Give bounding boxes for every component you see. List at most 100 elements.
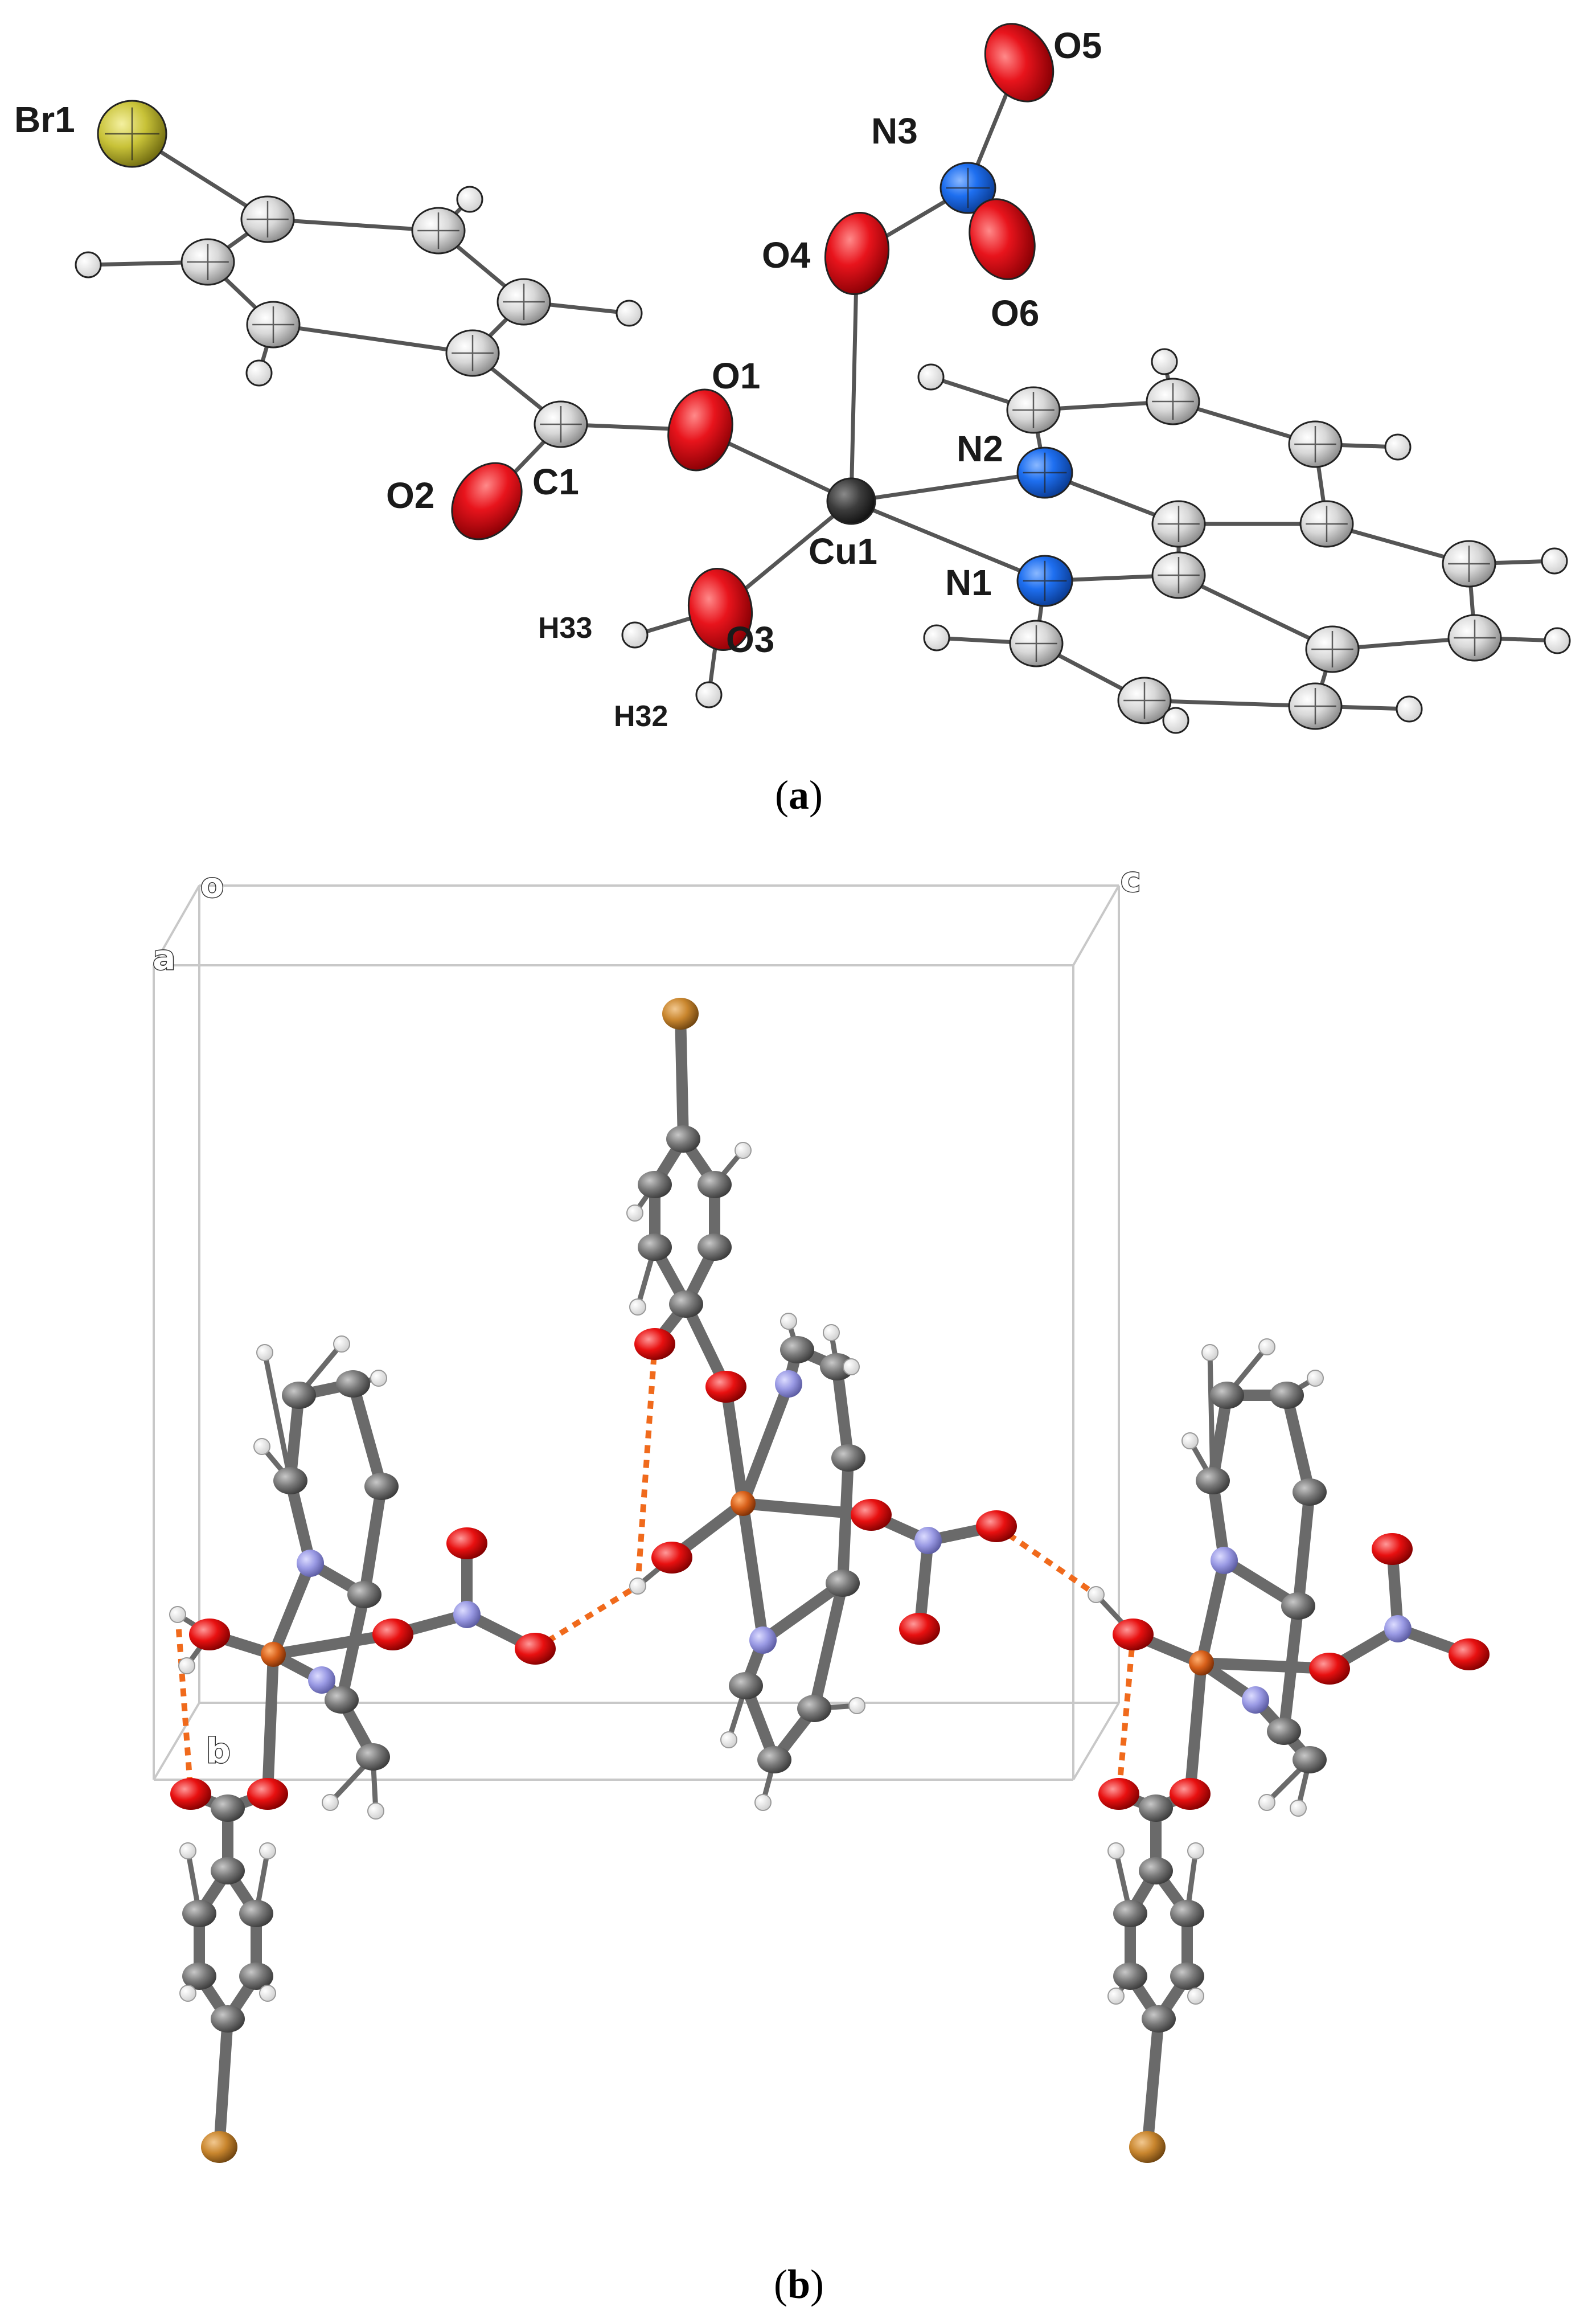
bond-R_Cu-R_O3 xyxy=(1184,1657,1207,1800)
atom-b-h31 xyxy=(1187,1842,1204,1859)
atom-b-l_ph2 xyxy=(182,1900,216,1927)
atom-b-h28 xyxy=(179,1985,196,2002)
atom-b-h4 xyxy=(1088,1586,1105,1603)
atom-h_p1 xyxy=(917,363,945,391)
caption-a: (a) xyxy=(775,772,823,818)
bond-Cp11-Cp12 xyxy=(1142,698,1318,708)
bond-C_P3-C_P4 xyxy=(837,1452,854,1589)
atom-h_p2 xyxy=(1151,348,1178,375)
atom-h_p6 xyxy=(1396,695,1423,723)
atom-b-h16 xyxy=(720,1731,737,1748)
atom-b-h32 xyxy=(1107,1988,1125,2005)
ellipsoid-axes-cp1 xyxy=(1012,392,1055,428)
bond-L_Cu-L_N1 xyxy=(268,1558,316,1660)
bond-C_P2-C_P3 xyxy=(831,1361,854,1464)
atom-b-h23 xyxy=(1307,1370,1324,1387)
atom-b-h3 xyxy=(629,1578,646,1595)
atom-b-r_p1 xyxy=(1210,1382,1244,1409)
bond-C_Cu-C_NO xyxy=(737,1498,877,1521)
ellipsoid-axes-cp7 xyxy=(1311,631,1353,667)
atom-h_p3 xyxy=(1384,433,1412,461)
atom-b-l_no xyxy=(372,1619,413,1650)
ellipsoid-axes-cb5 xyxy=(503,284,545,320)
hbond-R_Ow-R_O2 xyxy=(1116,1634,1136,1794)
ellipsoid-axes-c1 xyxy=(540,406,582,442)
atom-b-l_nn xyxy=(453,1601,481,1628)
atom-o6 xyxy=(969,198,1036,280)
atom-b-r_p3 xyxy=(1293,1478,1327,1506)
atom-b-h11 xyxy=(629,1298,646,1316)
atom-b-l_p7 xyxy=(273,1467,307,1494)
atom-b-c_p1 xyxy=(780,1336,814,1363)
atom-b-c_ph3 xyxy=(698,1171,732,1198)
atom-b-h25 xyxy=(1290,1800,1307,1817)
atom-b-h29 xyxy=(259,1985,276,2002)
ellipsoid-axes-cb1 xyxy=(247,201,289,237)
bond-R_P7-R_P1 xyxy=(1207,1390,1233,1486)
atom-b-l_p1 xyxy=(282,1382,316,1409)
ellipsoid-axes-cp10 xyxy=(1015,625,1057,662)
atom-h_p5 xyxy=(1544,627,1571,654)
atom-b-l_c xyxy=(211,1794,245,1822)
atom-b-l_o2 xyxy=(170,1778,211,1810)
atom-b-r_ph2 xyxy=(1113,1900,1147,1927)
bond-Cb3-Cb4 xyxy=(271,322,475,355)
atom-b-h26 xyxy=(179,1842,196,1859)
ellipsoid-axes-cb4 xyxy=(452,335,494,371)
label-o1: O1 xyxy=(712,355,760,396)
atom-b-c_oa xyxy=(976,1510,1017,1542)
atom-h33 xyxy=(621,621,649,649)
bond-C_P4-C_N2 xyxy=(757,1578,848,1646)
atom-b-r_p5 xyxy=(1267,1718,1301,1745)
atom-b-r_n1 xyxy=(1211,1547,1238,1574)
atom-b-l_oa xyxy=(446,1527,487,1559)
atom-b-l_ph6 xyxy=(211,2005,245,2033)
atom-b-c_ph5 xyxy=(698,1234,732,1261)
atom-b-h6 xyxy=(333,1335,350,1353)
label-n2: N2 xyxy=(957,428,1003,469)
panel-a-ortep-diagram: Br1 O5 N3 O4 O6 O1 N2 O2 C1 Cu1 N1 H33 O… xyxy=(14,23,1571,818)
atom-b-r_ob xyxy=(1449,1638,1490,1670)
atom-b-r_ph6 xyxy=(1142,2005,1176,2033)
hbond-H3-C_O1 xyxy=(635,1343,658,1587)
atom-b-r_ph1 xyxy=(1139,1857,1173,1884)
atom-b-r_ph5 xyxy=(1170,1962,1204,1990)
atom-b-h19 xyxy=(843,1358,860,1375)
panel-b-atoms xyxy=(169,998,1490,2163)
atom-b-r_ph3 xyxy=(1170,1900,1204,1927)
atom-b-r_ph4 xyxy=(1113,1962,1147,1990)
ellipsoid-axes-cp12 xyxy=(1294,688,1336,724)
bond-Cu1-N1 xyxy=(849,499,1047,583)
bond-R_Cu-R_N1 xyxy=(1196,1555,1230,1669)
atom-b-r_o3 xyxy=(1170,1778,1211,1810)
cell-axis-labels: o a b c xyxy=(152,859,1142,1772)
atom-b-h8 xyxy=(370,1370,387,1387)
atom-h_b2 xyxy=(245,359,273,387)
label-o3: O3 xyxy=(726,619,774,660)
axis-label-a: a xyxy=(153,938,176,978)
atom-b-c_o1 xyxy=(634,1328,675,1360)
bond-L_P3-L_P4 xyxy=(359,1481,387,1600)
atom-o2 xyxy=(451,462,523,540)
atom-o4 xyxy=(824,211,890,296)
atom-b-h27 xyxy=(259,1842,276,1859)
atom-b-h20 xyxy=(1201,1344,1218,1361)
atom-h32 xyxy=(695,681,723,708)
atom-b-l_p5 xyxy=(325,1686,359,1714)
panel-a-caption: (a) xyxy=(775,772,823,818)
atom-b-l_p3 xyxy=(364,1473,399,1500)
atom-cu1 xyxy=(826,477,876,525)
atom-b-h15 xyxy=(823,1324,840,1341)
atom-b-h17 xyxy=(754,1794,772,1811)
ellipsoid-axes-cp6 xyxy=(1158,557,1200,593)
bond-Cp7-Cp6 xyxy=(1176,573,1335,652)
ellipsoid-axes-cp3 xyxy=(1294,426,1336,462)
atom-b-c_p3 xyxy=(831,1444,865,1472)
unit-cell-box xyxy=(153,884,1120,1781)
atom-b-l_p4 xyxy=(347,1581,381,1608)
atom-o5 xyxy=(984,23,1055,103)
atom-b-r_no xyxy=(1309,1653,1350,1685)
ellipsoid-axes-cp8 xyxy=(1448,546,1490,582)
atom-h_p8 xyxy=(923,624,950,652)
bond-C_Cu-C_N1 xyxy=(737,1378,794,1509)
